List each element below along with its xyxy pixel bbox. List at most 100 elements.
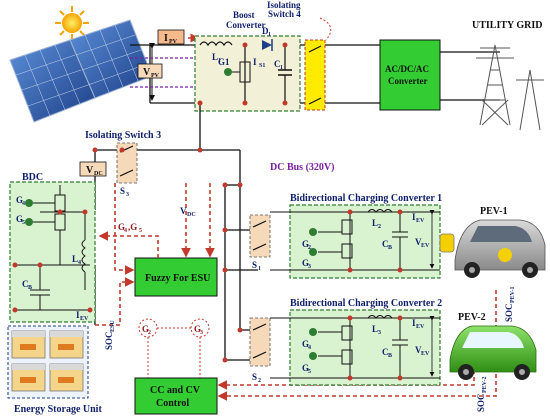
bdc-converter: G 4 G 5 L 4 C B I EV bbox=[9, 181, 96, 323]
svg-text:I: I bbox=[412, 318, 416, 328]
svg-text:I: I bbox=[253, 57, 257, 67]
svg-text:Isolating: Isolating bbox=[267, 0, 301, 10]
boost-converter: L 1 D 1 G1 I S1 C 1 bbox=[194, 26, 301, 112]
svg-text:4: 4 bbox=[22, 201, 25, 207]
svg-text:BDC: BDC bbox=[22, 172, 43, 183]
svg-text:Converter: Converter bbox=[388, 76, 427, 86]
svg-text:B: B bbox=[388, 245, 392, 251]
svg-text:L: L bbox=[72, 254, 78, 264]
isolating-switch-4-label: Isolating Switch 4 bbox=[267, 0, 332, 41]
pev1-car-icon bbox=[439, 219, 546, 278]
svg-text:V: V bbox=[143, 67, 151, 78]
acdc-converter: AC/DC/AC Converter bbox=[379, 39, 441, 111]
soc-pev1-label: SOC PEV-1 bbox=[504, 286, 516, 322]
svg-text:DC: DC bbox=[94, 171, 103, 177]
svg-text:4: 4 bbox=[124, 228, 127, 234]
sensing-lines bbox=[130, 57, 200, 88]
svg-text:G1: G1 bbox=[218, 57, 230, 67]
junction-dots bbox=[92, 100, 243, 363]
pev2-car-icon bbox=[449, 325, 537, 380]
svg-text:Control: Control bbox=[156, 398, 189, 409]
svg-text:UTILITY GRID: UTILITY GRID bbox=[472, 20, 542, 31]
svg-text:C: C bbox=[382, 239, 389, 249]
svg-text:C: C bbox=[274, 59, 281, 69]
svg-text:4: 4 bbox=[78, 260, 81, 266]
svg-text:I: I bbox=[76, 310, 80, 320]
isolating-switch-4 bbox=[304, 39, 326, 111]
svg-text:Energy Storage Unit: Energy Storage Unit bbox=[14, 404, 102, 415]
svg-text:L: L bbox=[372, 324, 378, 334]
soc-esu-label: SOC ESU bbox=[104, 320, 116, 350]
svg-text:1: 1 bbox=[218, 58, 221, 64]
svg-text:G: G bbox=[302, 239, 309, 249]
svg-text:PEV-2: PEV-2 bbox=[458, 312, 486, 323]
utility-grid-icon bbox=[476, 44, 544, 131]
vdc-signal-label: V DC bbox=[180, 206, 196, 218]
svg-text:B: B bbox=[28, 285, 32, 291]
boost-converter-label: Boost Converter bbox=[226, 10, 265, 30]
svg-text:EV: EV bbox=[421, 243, 430, 249]
svg-text:Fuzzy For ESU: Fuzzy For ESU bbox=[145, 273, 210, 284]
svg-text:DC: DC bbox=[187, 212, 196, 218]
sun-icon bbox=[55, 6, 89, 40]
svg-text:L: L bbox=[372, 218, 378, 228]
svg-text:PV: PV bbox=[169, 39, 178, 45]
bcc2-label: Bidirectional Charging Converter 2 bbox=[290, 298, 442, 309]
gate-g3-circle: G 3 bbox=[190, 318, 210, 338]
svg-text:S: S bbox=[120, 186, 125, 196]
svg-text:S: S bbox=[252, 260, 257, 270]
fuzzy-esu-block: Fuzzy For ESU bbox=[134, 257, 218, 297]
svg-text:I: I bbox=[412, 212, 416, 222]
svg-text:3: 3 bbox=[308, 264, 311, 270]
svg-text:3: 3 bbox=[378, 330, 381, 336]
g4-g5-signal-label: G 4 ,G 5 bbox=[118, 222, 142, 234]
svg-text:Bidirectional Charging Convert: Bidirectional Charging Converter 2 bbox=[290, 298, 442, 309]
svg-text:Boost: Boost bbox=[233, 10, 255, 20]
svg-text:5: 5 bbox=[22, 220, 25, 226]
svg-text:5: 5 bbox=[308, 369, 311, 375]
svg-text:G: G bbox=[118, 222, 125, 232]
svg-text:SOC: SOC bbox=[504, 303, 514, 322]
svg-text:3: 3 bbox=[200, 330, 203, 336]
svg-text:DC Bus (320V): DC Bus (320V) bbox=[270, 162, 334, 173]
svg-text:AC/DC/AC: AC/DC/AC bbox=[385, 64, 429, 74]
svg-text:EV: EV bbox=[416, 218, 425, 224]
svg-text:4: 4 bbox=[308, 345, 311, 351]
bcc1-label: Bidirectional Charging Converter 1 bbox=[290, 193, 442, 204]
vpv-box: V PV bbox=[137, 63, 163, 79]
svg-text:G: G bbox=[194, 324, 201, 334]
battery-icon bbox=[11, 330, 84, 392]
svg-text:PV: PV bbox=[151, 73, 160, 79]
cc-cv-control-block: CC and CV Control bbox=[134, 377, 218, 415]
gate-g2-circle: G 2 bbox=[138, 318, 158, 338]
svg-text:S: S bbox=[252, 372, 257, 382]
energy-storage-unit bbox=[7, 325, 89, 399]
dc-bus-label: DC Bus (320V) bbox=[270, 162, 334, 173]
svg-text:EV: EV bbox=[416, 324, 425, 330]
bidirectional-charging-converter-1: G 2 G 3 L 2 C B I EV V EV bbox=[270, 204, 441, 279]
pev2-label: PEV-2 bbox=[458, 312, 486, 323]
switch-s1: S 1 bbox=[249, 214, 271, 272]
svg-text:2: 2 bbox=[308, 245, 311, 251]
svg-text:2: 2 bbox=[148, 330, 151, 336]
grid-wires bbox=[440, 51, 500, 101]
utility-grid-label: UTILITY GRID bbox=[472, 20, 542, 31]
svg-text:Switch 4: Switch 4 bbox=[268, 9, 301, 19]
svg-text:C: C bbox=[22, 279, 29, 289]
svg-text:1: 1 bbox=[258, 266, 261, 272]
bidirectional-charging-converter-2: G 4 G 5 L 3 C B I EV V EV bbox=[270, 309, 441, 386]
energy-storage-unit-label: Energy Storage Unit bbox=[14, 404, 102, 415]
svg-text:,G: ,G bbox=[128, 222, 137, 232]
svg-text:SOC: SOC bbox=[104, 331, 114, 350]
svg-text:PEV-2: PEV-2 bbox=[482, 376, 488, 393]
svg-text:PEV-1: PEV-1 bbox=[510, 286, 516, 303]
svg-text:SOC: SOC bbox=[476, 393, 486, 412]
bdc-label: BDC bbox=[22, 172, 43, 183]
solar-panel-icon bbox=[9, 19, 153, 123]
svg-text:B: B bbox=[388, 353, 392, 359]
svg-text:EV: EV bbox=[421, 351, 430, 357]
svg-text:G: G bbox=[16, 195, 23, 205]
g2-g3-links bbox=[147, 327, 201, 378]
switch-s2: S 2 bbox=[249, 317, 271, 384]
